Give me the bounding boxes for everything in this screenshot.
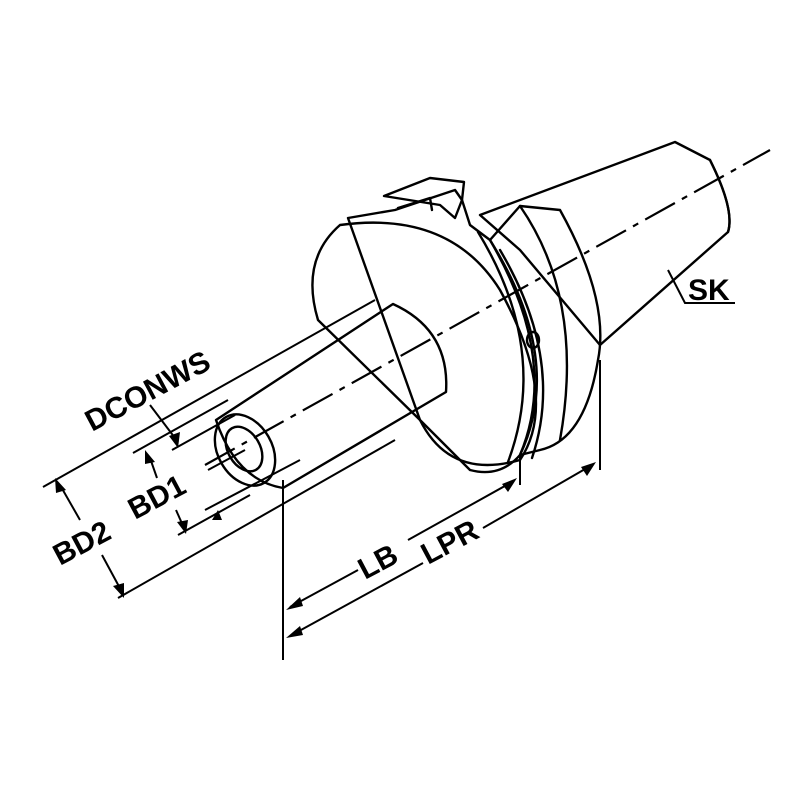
taper-shank [478, 140, 731, 347]
flange-disc [311, 221, 538, 467]
length-dimensions [282, 360, 601, 660]
center-axis [204, 149, 771, 466]
diameter-dimensions [42, 299, 396, 599]
label-lb: LB [353, 538, 404, 586]
orientation-hole-icon [525, 330, 541, 350]
label-sk: SK [688, 274, 730, 307]
collet-nose [213, 302, 448, 490]
label-lpr: LPR [416, 514, 485, 571]
label-dconws: DCONWS [80, 345, 216, 438]
drive-ring [488, 204, 602, 457]
sk-leader [667, 269, 735, 304]
